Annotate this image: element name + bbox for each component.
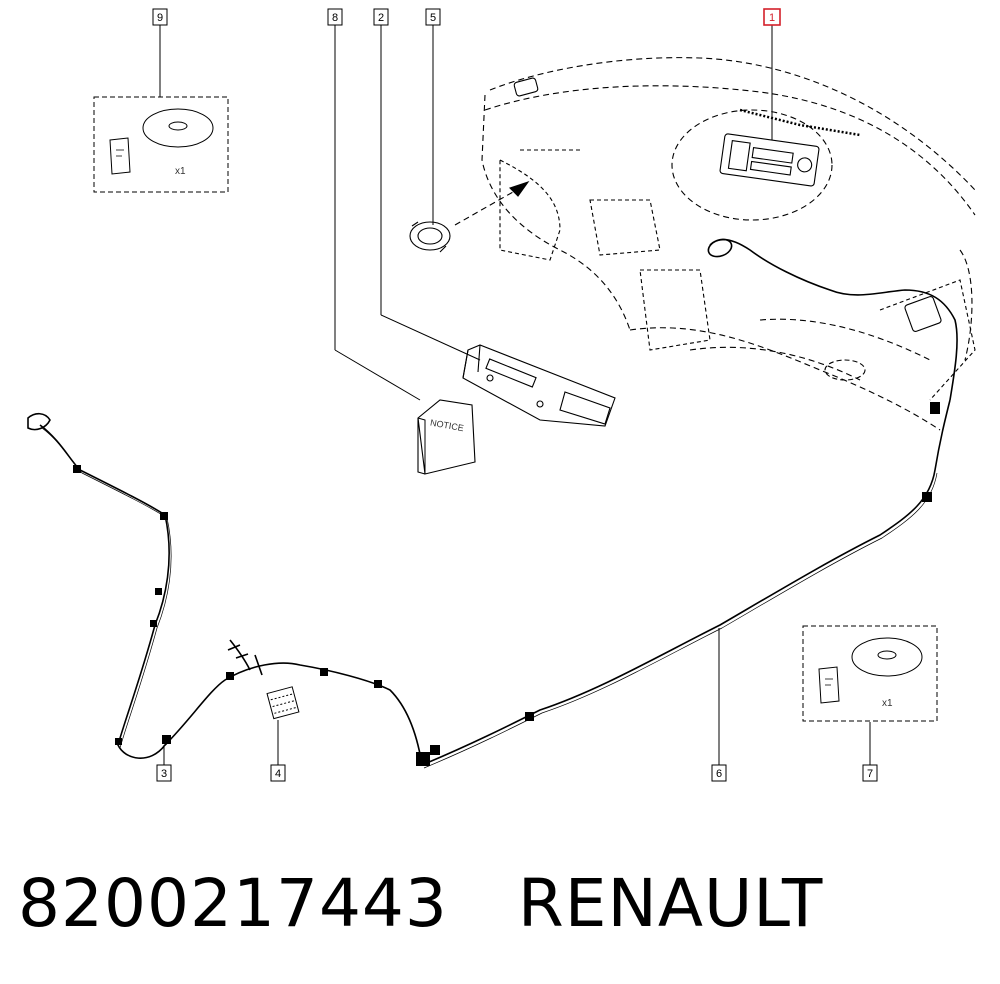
callout-label: 5 <box>430 12 436 24</box>
callout-label: 2 <box>378 12 384 24</box>
callout-label: 8 <box>332 12 338 24</box>
part-number: 8200217443 <box>18 864 448 942</box>
cable-clips <box>73 402 940 766</box>
part-caption: 8200217443 RENAULT <box>18 858 823 948</box>
manual-part-8: NOTICE <box>417 399 476 475</box>
callout-label: 6 <box>716 768 722 780</box>
kit-box-7: x1 <box>802 625 938 722</box>
speaker-part-5 <box>409 180 530 253</box>
callout-label: 4 <box>275 768 281 780</box>
callout-label: 7 <box>867 768 873 780</box>
radio-unit-part-2 <box>462 344 616 427</box>
dashboard-illustration <box>481 57 976 431</box>
brand-name: RENAULT <box>517 864 824 942</box>
callout-label: 3 <box>161 768 167 780</box>
callout-3: 3 <box>156 764 172 782</box>
leader-lines <box>159 25 871 765</box>
connector-part-4 <box>266 686 300 720</box>
callout-5: 5 <box>425 8 441 26</box>
callout-label: 1 <box>769 12 775 24</box>
antenna-cable <box>27 238 958 769</box>
callout-1-highlighted: 1 <box>763 8 781 26</box>
kit-quantity: x1 <box>175 166 186 177</box>
callout-label: 9 <box>157 12 163 24</box>
callout-2: 2 <box>373 8 389 26</box>
kit-box-9: x1 <box>93 96 229 193</box>
callout-7: 7 <box>862 764 878 782</box>
callout-4: 4 <box>270 764 286 782</box>
callout-6: 6 <box>711 764 727 782</box>
callout-8: 8 <box>327 8 343 26</box>
callout-9: 9 <box>152 8 168 26</box>
kit-quantity: x1 <box>882 698 893 709</box>
